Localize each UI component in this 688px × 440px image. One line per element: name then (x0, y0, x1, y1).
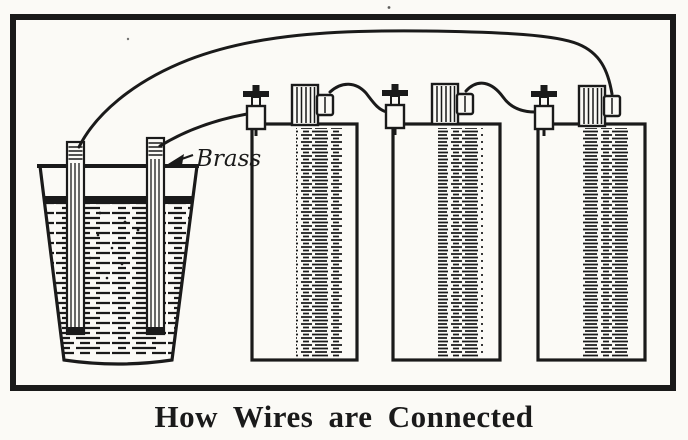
wiring-diagram: Brass (10, 6, 676, 391)
cell-carbon-shading (296, 128, 342, 357)
cell-3-carbon-post (577, 84, 622, 128)
electrode-stripes (150, 159, 160, 327)
wire-brass-electrode-to-cell-1 (158, 112, 249, 148)
wire-cell-1-to-cell-2 (328, 82, 389, 114)
cell-carbon-shading (438, 128, 483, 357)
dry-cell-3 (536, 122, 647, 362)
scan-speck (126, 37, 130, 41)
wire-cell-2-to-cell-3 (464, 81, 537, 114)
cell-3-thumbscrew-terminal (529, 83, 559, 138)
left-electrode (65, 140, 86, 336)
electrode-stripes (70, 163, 80, 327)
electrode-tip (147, 327, 164, 334)
brass-label: Brass (195, 146, 261, 172)
dry-cell-1 (250, 122, 359, 362)
cell-1-carbon-post (290, 83, 335, 127)
brass-arrowhead-icon (168, 154, 184, 165)
electrode-cap-hatch (148, 142, 163, 156)
cell-2-thumbscrew-terminal (380, 82, 410, 137)
figure-border-frame (10, 14, 676, 391)
right-electrode-brass (145, 136, 166, 336)
electrode-tip (67, 327, 84, 334)
cell-carbon-shading (583, 128, 629, 357)
wire-left-electrode-to-cell-3 (77, 29, 614, 149)
figure-caption: How Wires are Connected (154, 399, 534, 434)
electrolyte-jar (37, 164, 199, 366)
brass-annotation: Brass (168, 146, 261, 172)
scan-speck (387, 6, 391, 9)
dry-cell-2 (391, 122, 502, 362)
electrode-cap-hatch (68, 146, 83, 160)
cell-1-thumbscrew-terminal (241, 83, 271, 138)
